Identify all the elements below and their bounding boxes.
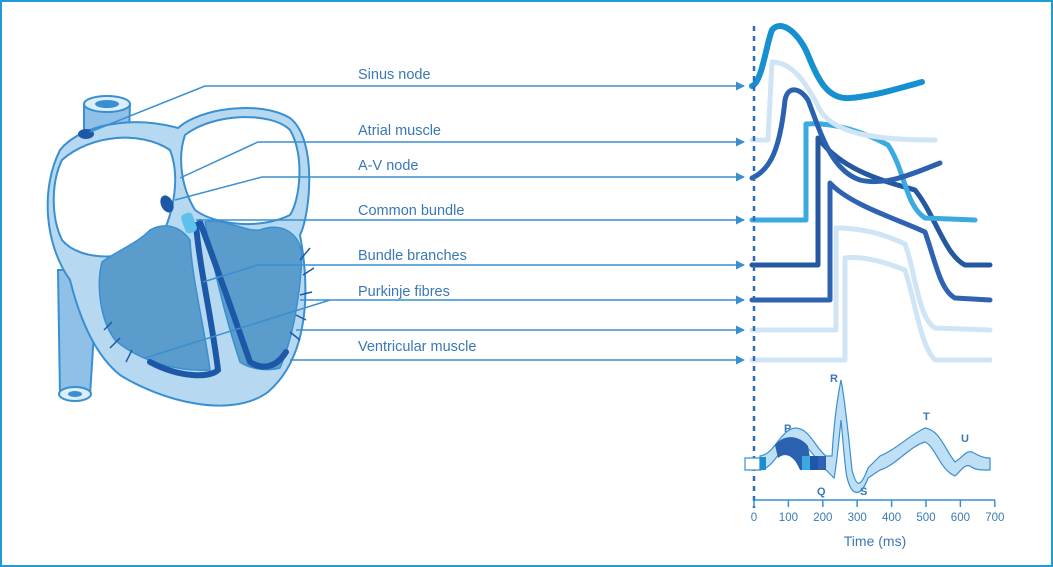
tick-label-0: 0: [751, 512, 757, 524]
trace-ventricular-muscle-2: [749, 255, 993, 363]
ecg-label-r: R: [830, 373, 838, 385]
label-sinus-node: Sinus node: [358, 67, 431, 83]
ecg-seg-purkinje: [818, 456, 826, 470]
left-atrium: [180, 116, 301, 225]
left-ventricle: [204, 220, 303, 371]
trace-sinus-node: [749, 23, 925, 102]
purkinje-second-lead: [144, 299, 331, 359]
tick-label-600: 600: [951, 512, 970, 524]
left-bundle-branch: [197, 219, 289, 370]
ecg-start-box: [744, 457, 761, 471]
ecg-label-u: U: [961, 433, 969, 445]
right-bundle-branch: [147, 222, 222, 379]
arrow-bundle-branches: [202, 260, 745, 283]
tick-label-400: 400: [882, 512, 901, 524]
heart-illustration: [46, 95, 315, 407]
ecg-label-s: S: [860, 486, 867, 498]
arrow-av-node: [174, 172, 745, 201]
ecg-label-q: Q: [817, 486, 826, 498]
tick-label-100: 100: [779, 512, 798, 524]
arrow-sinus-node: [89, 81, 745, 133]
time-axis: 0 100 200 300 400 500 600 700 Time (ms): [751, 499, 1004, 549]
trace-purkinje-fibres: [749, 180, 993, 303]
ecg-label-p: P: [784, 423, 791, 435]
trace-atrial-muscle: [749, 59, 938, 143]
time-axis-title: Time (ms): [844, 533, 906, 549]
ecg-ribbon: [759, 379, 991, 493]
sinus-node-marker: [78, 129, 94, 139]
ecg-seg-branches: [810, 456, 818, 470]
trace-bundle-branches: [749, 135, 993, 268]
label-av-node: A-V node: [358, 158, 418, 174]
structure-labels: Sinus node Atrial muscle A-V node Common…: [358, 67, 476, 355]
tick-label-300: 300: [848, 512, 867, 524]
trace-av-node: [749, 87, 943, 185]
arrow-atrial-muscle: [179, 137, 745, 179]
ecg-waveform: P Q R S T U: [744, 373, 991, 498]
action-potential-traces: [749, 23, 993, 363]
label-purkinje-fibres: Purkinje fibres: [358, 284, 450, 300]
ecg-label-t: T: [923, 411, 930, 423]
label-bundle-branches: Bundle branches: [358, 248, 467, 264]
label-common-bundle: Common bundle: [358, 203, 464, 219]
tick-label-700: 700: [985, 512, 1004, 524]
right-ventricle: [98, 225, 211, 371]
ecg-seg-sinus: [760, 457, 766, 470]
av-node-marker: [160, 195, 174, 213]
leader-lines: [89, 81, 745, 365]
label-ventricular-muscle: Ventricular muscle: [358, 339, 476, 355]
tick-label-200: 200: [813, 512, 832, 524]
tick-label-500: 500: [916, 512, 935, 524]
ecg-seg-common: [802, 456, 810, 470]
trace-ventricular-muscle-1: [749, 225, 993, 333]
label-atrial-muscle: Atrial muscle: [358, 123, 441, 139]
purkinje-fibre-lines: [103, 247, 315, 363]
common-bundle-marker: [181, 212, 197, 234]
